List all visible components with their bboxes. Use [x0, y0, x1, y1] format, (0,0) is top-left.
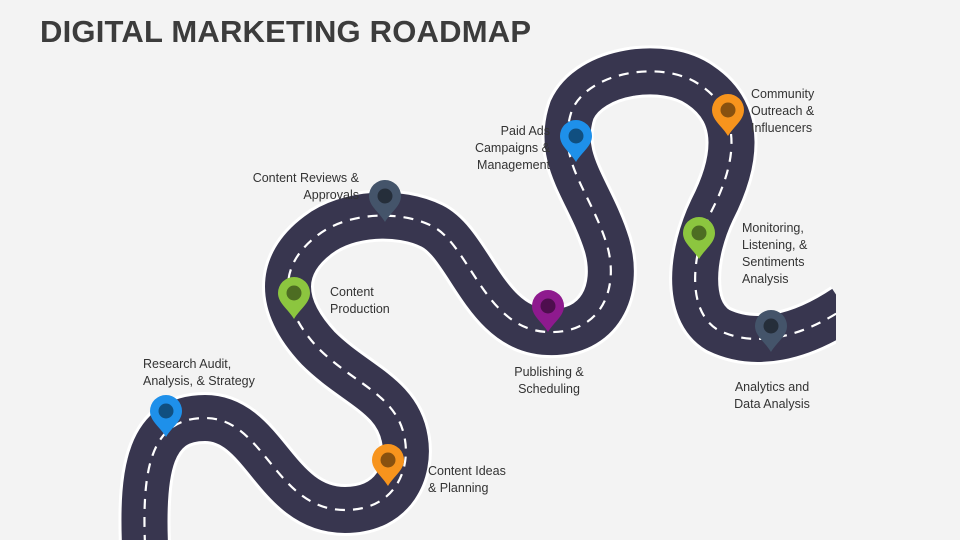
milestone-label-research: Research Audit, Analysis, & Strategy [143, 357, 255, 388]
milestone-label-analytics: Analytics and Data Analysis [734, 380, 810, 411]
map-pin-icon [712, 94, 744, 136]
milestone-label-paid-ads: Paid Ads Campaigns & Management [474, 124, 550, 172]
milestone-label-community: Community Outreach & Influencers [751, 87, 815, 135]
winding-road [118, 45, 836, 540]
map-pin-icon [532, 290, 564, 332]
map-pin-icon [755, 310, 787, 352]
map-pin-icon [150, 395, 182, 437]
milestone-label-publishing: Publishing & Scheduling [514, 365, 584, 396]
map-pin-icon [369, 180, 401, 222]
page-title: DIGITAL MARKETING ROADMAP [40, 14, 532, 49]
map-pin-icon [683, 217, 715, 259]
milestone-label-monitoring: Monitoring, Listening, & Sentiments Anal… [742, 221, 808, 286]
map-pin-icon [372, 444, 404, 486]
milestone-pins [150, 94, 787, 486]
milestone-label-content-ideas: Content Ideas & Planning [428, 464, 506, 495]
milestone-label-content-production: Content Production [330, 285, 390, 316]
map-pin-icon [560, 120, 592, 162]
milestone-label-content-reviews: Content Reviews & Approvals [252, 171, 359, 202]
map-pin-icon [278, 277, 310, 319]
